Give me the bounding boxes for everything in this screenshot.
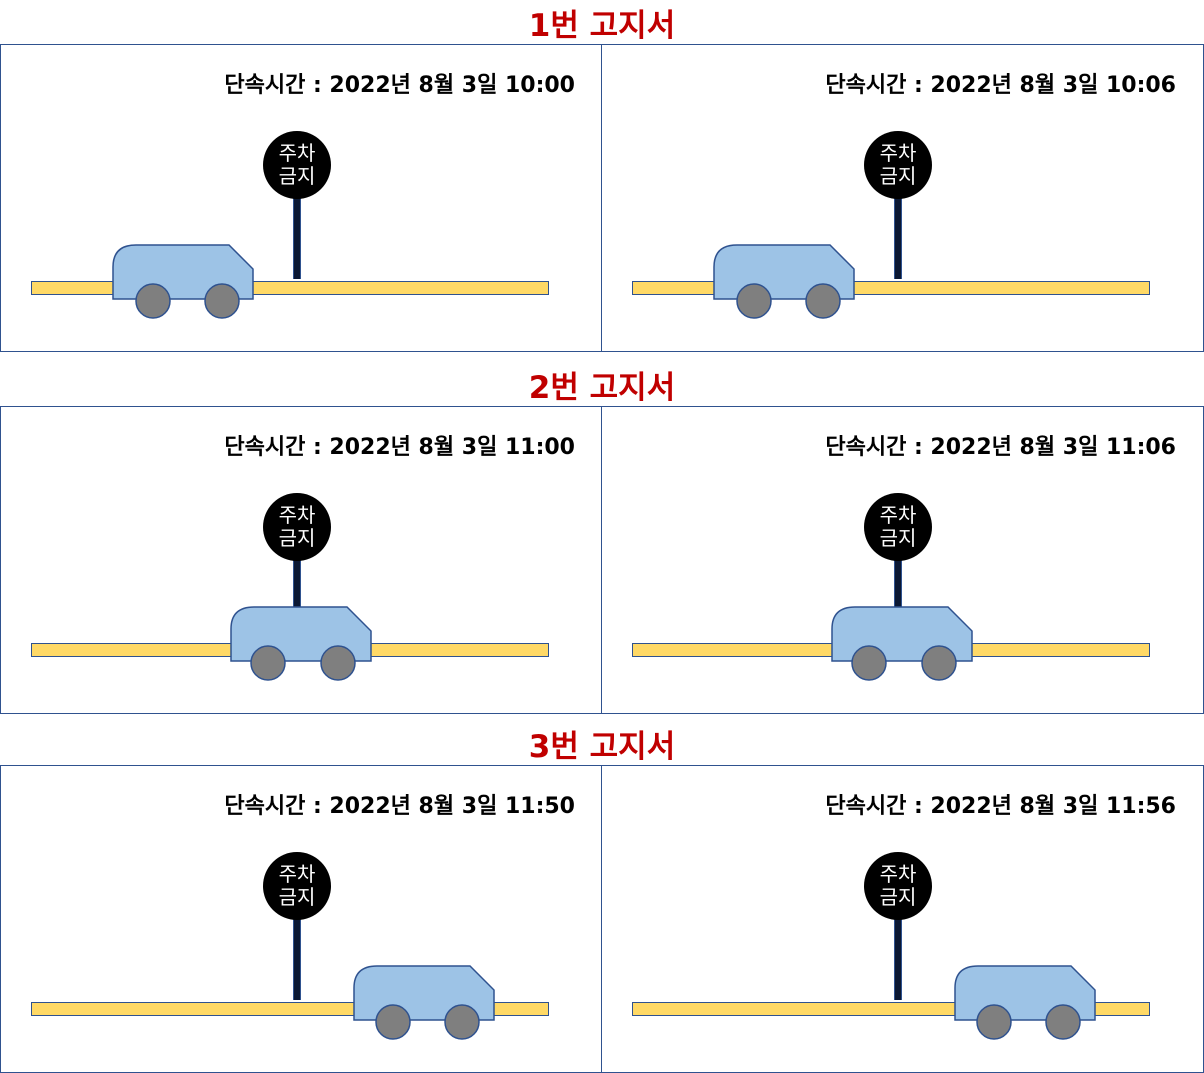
notice-2-title: 2번 고지서 bbox=[0, 370, 1204, 406]
road bbox=[31, 281, 549, 295]
notice-1-title: 1번 고지서 bbox=[0, 8, 1204, 44]
sign-line-1: 주차 bbox=[279, 504, 316, 527]
enforcement-time: 단속시간 : 2022년 8월 3일 11:56 bbox=[825, 788, 1176, 820]
notice-2-box: 단속시간 : 2022년 8월 3일 11:00 주차 금지 단속시간 : 20… bbox=[0, 406, 1204, 714]
notice-1-box: 단속시간 : 2022년 8월 3일 10:00 주차 금지 단속시간 : 20… bbox=[0, 44, 1204, 352]
no-parking-sign-icon: 주차 금지 bbox=[864, 852, 932, 920]
car-icon bbox=[954, 962, 1098, 1042]
notice-3-left-panel: 단속시간 : 2022년 8월 3일 11:50 주차 금지 bbox=[1, 766, 601, 1072]
sign-pole bbox=[894, 195, 902, 279]
sign-line-1: 주차 bbox=[279, 863, 316, 886]
enforcement-time: 단속시간 : 2022년 8월 3일 11:06 bbox=[825, 429, 1176, 461]
sign-line-1: 주차 bbox=[880, 142, 917, 165]
road bbox=[632, 281, 1150, 295]
no-parking-sign-icon: 주차 금지 bbox=[263, 852, 331, 920]
no-parking-sign-icon: 주차 금지 bbox=[864, 131, 932, 199]
sign-pole bbox=[894, 916, 902, 1000]
car-icon bbox=[230, 603, 374, 683]
notice-2-left-panel: 단속시간 : 2022년 8월 3일 11:00 주차 금지 bbox=[1, 407, 601, 713]
sign-line-2: 금지 bbox=[279, 886, 316, 909]
sign-line-2: 금지 bbox=[880, 527, 917, 550]
sign-line-1: 주차 bbox=[880, 863, 917, 886]
sign-line-1: 주차 bbox=[279, 142, 316, 165]
car-icon bbox=[831, 603, 975, 683]
notice-3-box: 단속시간 : 2022년 8월 3일 11:50 주차 금지 단속시간 : 20… bbox=[0, 765, 1204, 1073]
sign-line-2: 금지 bbox=[880, 165, 917, 188]
sign-pole bbox=[293, 195, 301, 279]
no-parking-sign-icon: 주차 금지 bbox=[864, 493, 932, 561]
notice-3-right-panel: 단속시간 : 2022년 8월 3일 11:56 주차 금지 bbox=[602, 766, 1202, 1072]
sign-line-2: 금지 bbox=[279, 165, 316, 188]
no-parking-sign-icon: 주차 금지 bbox=[263, 493, 331, 561]
notice-3-title: 3번 고지서 bbox=[0, 729, 1204, 765]
no-parking-sign-icon: 주차 금지 bbox=[263, 131, 331, 199]
car-icon bbox=[112, 241, 256, 321]
sign-line-2: 금지 bbox=[880, 886, 917, 909]
enforcement-time: 단속시간 : 2022년 8월 3일 11:00 bbox=[224, 429, 575, 461]
enforcement-time: 단속시간 : 2022년 8월 3일 10:00 bbox=[224, 67, 575, 99]
notice-1-right-panel: 단속시간 : 2022년 8월 3일 10:06 주차 금지 bbox=[602, 45, 1202, 351]
car-icon bbox=[713, 241, 857, 321]
car-icon bbox=[353, 962, 497, 1042]
notice-2-right-panel: 단속시간 : 2022년 8월 3일 11:06 주차 금지 bbox=[602, 407, 1202, 713]
sign-line-1: 주차 bbox=[880, 504, 917, 527]
sign-pole bbox=[293, 916, 301, 1000]
enforcement-time: 단속시간 : 2022년 8월 3일 11:50 bbox=[224, 788, 575, 820]
sign-line-2: 금지 bbox=[279, 527, 316, 550]
enforcement-time: 단속시간 : 2022년 8월 3일 10:06 bbox=[825, 67, 1176, 99]
notice-1-left-panel: 단속시간 : 2022년 8월 3일 10:00 주차 금지 bbox=[1, 45, 601, 351]
